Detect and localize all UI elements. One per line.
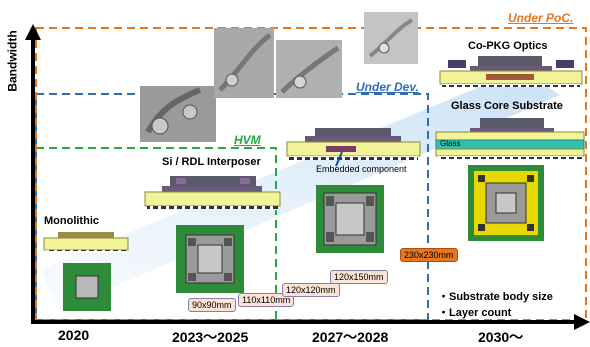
- interposer-bottom-view: [176, 225, 244, 293]
- size-tag-110: 110x110mm: [238, 293, 295, 307]
- cpo-package: [439, 56, 583, 87]
- under-poc-region-box: [35, 27, 587, 321]
- size-tag-230: 230x230mm: [400, 248, 458, 262]
- x-axis-arrowhead: [574, 314, 590, 330]
- under-dev-label: Under Dev.: [356, 80, 419, 94]
- size-tag-90: 90x90mm: [188, 298, 236, 312]
- hvm-region-box: [35, 147, 277, 321]
- sem-photo-1: [140, 86, 216, 142]
- year-2030: 2030～: [478, 329, 524, 345]
- glass-core-label: Glass Core Substrate: [451, 100, 563, 112]
- monolithic-package: [43, 232, 129, 253]
- interposer-label: Si / RDL Interposer: [162, 156, 261, 168]
- monolithic-bottom-view: [63, 263, 111, 311]
- sem-photo-4: [364, 12, 418, 64]
- embedded-component-label: Embedded component: [316, 164, 407, 174]
- note-body-size: ・Substrate body size: [438, 291, 553, 303]
- note-layer-count: ・Layer count: [438, 307, 512, 319]
- monolithic-label: Monolithic: [44, 215, 99, 227]
- year-2020: 2020: [58, 327, 90, 343]
- sem-photo-2: [214, 28, 274, 98]
- cpo-label: Co-PKG Optics: [468, 40, 548, 52]
- embedded-package: [286, 128, 421, 167]
- size-tag-120: 120x120mm: [282, 283, 340, 297]
- trend-arrow-band: [40, 70, 560, 310]
- glass-layer-label: Glass: [440, 139, 461, 148]
- hvm-label: HVM: [234, 133, 261, 147]
- embedded-bottom-view: [316, 185, 384, 253]
- y-axis-label: Bandwidth: [5, 30, 20, 92]
- under-poc-label: Under PoC.: [508, 11, 574, 25]
- glass-core-bottom-view: [468, 165, 544, 241]
- y-axis-arrowhead: [25, 24, 41, 40]
- interposer-package: [144, 176, 281, 210]
- size-tag-150: 120x150mm: [330, 270, 388, 284]
- sem-photo-3: [276, 40, 342, 98]
- year-2023-2025: 2023～2025: [172, 329, 249, 345]
- glass-core-package: [435, 118, 585, 159]
- year-2027-2028: 2027～2028: [312, 329, 389, 345]
